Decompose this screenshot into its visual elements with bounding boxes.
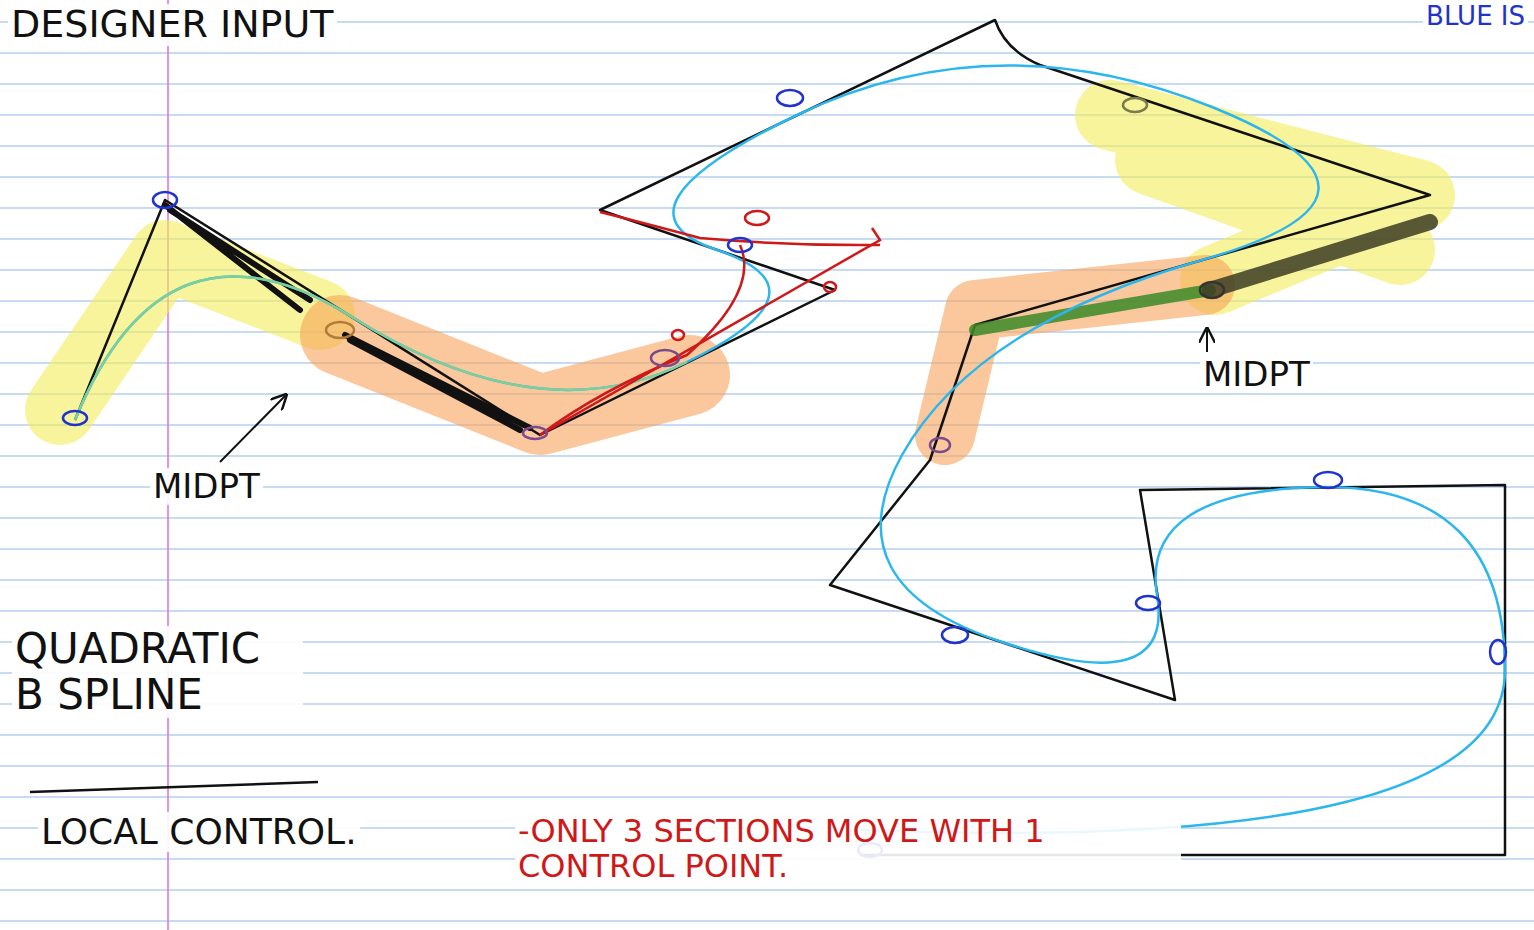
segment-highlight	[1210, 222, 1430, 290]
control-polygon	[75, 20, 1505, 855]
moved-control-point	[540, 211, 880, 435]
segment-highlight	[975, 290, 1210, 330]
margin-line	[167, 0, 169, 930]
ruled-lines	[0, 22, 1534, 921]
topic-title: QUADRATIC B SPLINE	[12, 626, 303, 718]
midpoint-label: MIDPT	[1200, 356, 1313, 393]
underline	[30, 782, 318, 792]
leader-arrow	[220, 396, 285, 462]
explanation-note: -ONLY 3 SECTIONS MOVE WITH 1 CONTROL POI…	[515, 814, 1181, 884]
note-heading: BLUE IS	[1423, 2, 1528, 31]
highlights	[60, 115, 1420, 435]
emphasis-strokes	[165, 205, 530, 430]
midpoint-label: MIDPT	[150, 468, 263, 505]
page-heading: DESIGNER INPUT	[8, 4, 337, 46]
leader-arrow	[1206, 330, 1208, 352]
property-label: LOCAL CONTROL.	[38, 812, 360, 852]
midpoint-marks	[63, 90, 1506, 857]
